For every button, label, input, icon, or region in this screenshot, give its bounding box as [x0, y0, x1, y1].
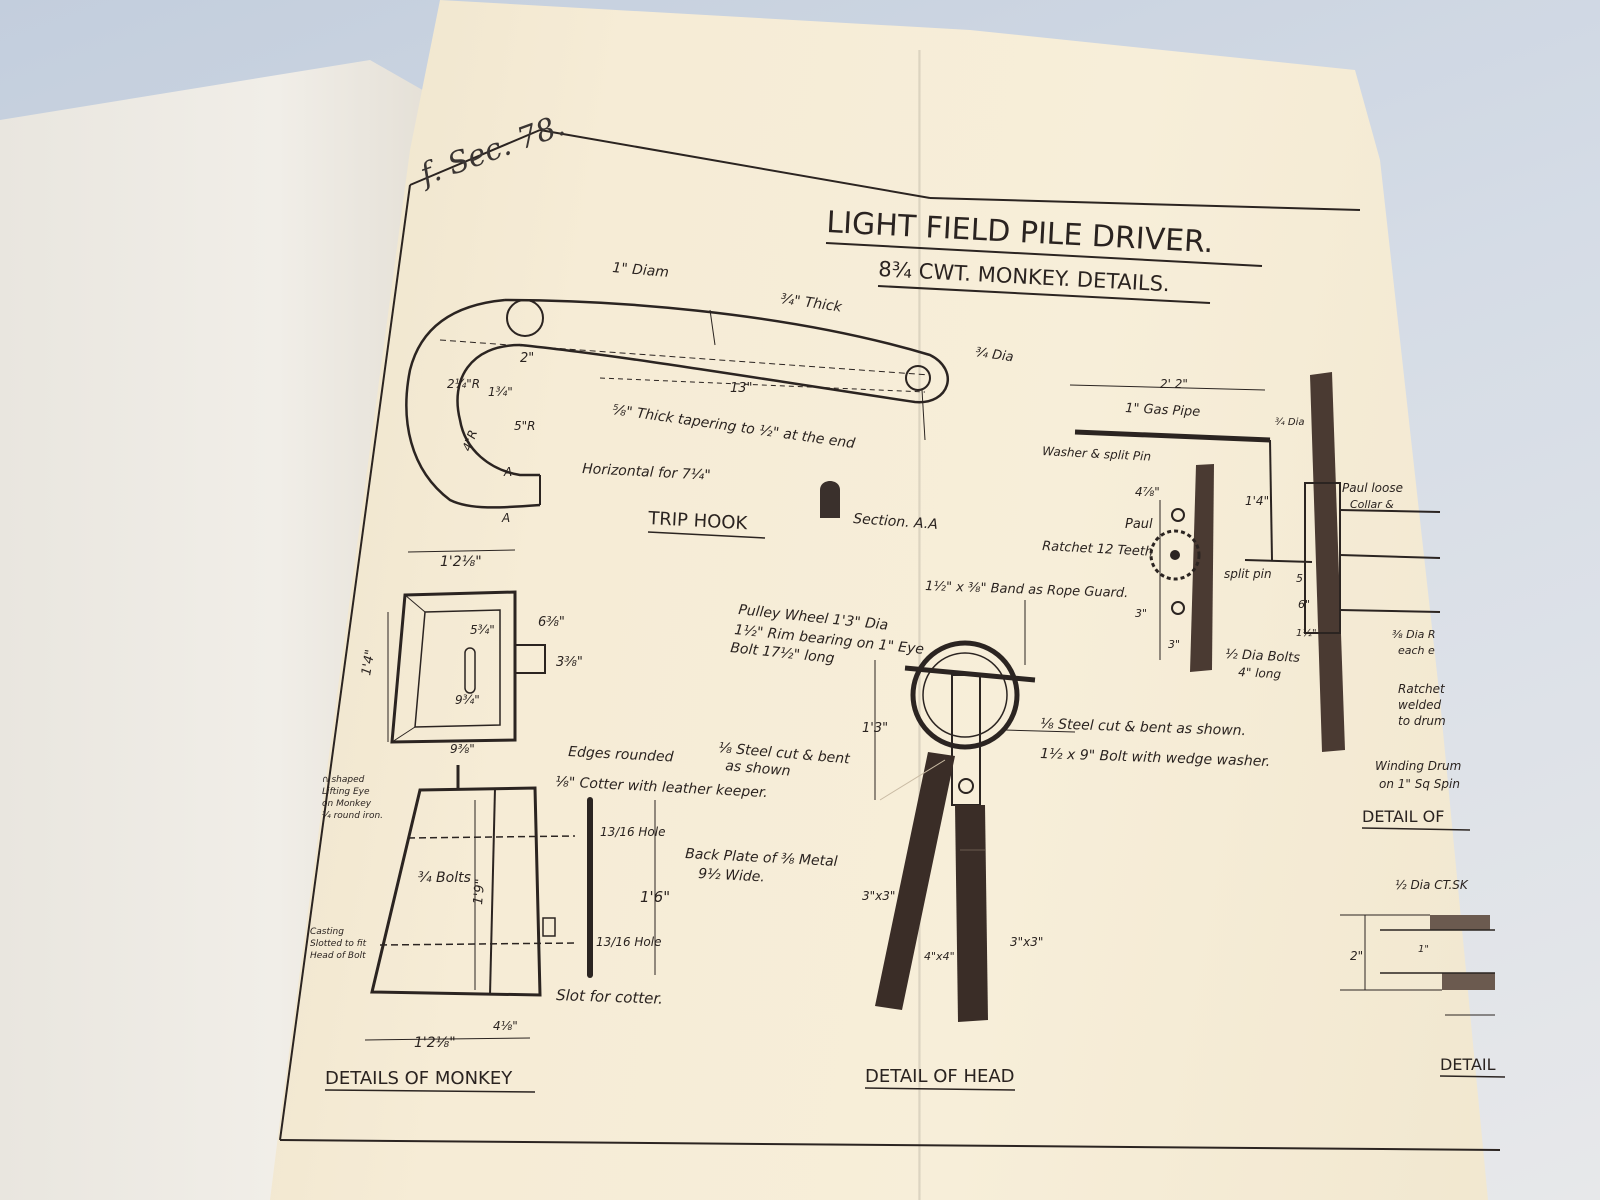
- svg-text:1¾": 1¾": [488, 385, 513, 399]
- svg-text:¾ round iron.: ¾ round iron.: [322, 811, 383, 821]
- svg-text:½ Dia CT.SK: ½ Dia CT.SK: [1395, 878, 1469, 892]
- lower-right-caption: DETAIL: [1440, 1055, 1496, 1074]
- svg-text:Winding Drum: Winding Drum: [1375, 759, 1461, 773]
- svg-text:Lifting Eye: Lifting Eye: [322, 787, 370, 797]
- lower-right-labels: ½ Dia CT.SK 2" 1" DETAIL: [1350, 878, 1506, 1078]
- svg-text:1'9": 1'9": [471, 878, 488, 905]
- svg-text:Head of Bolt: Head of Bolt: [310, 951, 366, 961]
- svg-text:1'4": 1'4": [1245, 494, 1269, 508]
- svg-text:4⅞": 4⅞": [1135, 485, 1160, 499]
- svg-text:4⅛": 4⅛": [493, 1019, 518, 1033]
- svg-text:3"x3": 3"x3": [1010, 935, 1043, 949]
- svg-text:1½" x ⅜" Band as Rope Guard.: 1½" x ⅜" Band as Rope Guard.: [925, 579, 1129, 601]
- svg-text:¾" Thick: ¾" Thick: [779, 291, 843, 316]
- svg-text:Section. A.A: Section. A.A: [853, 511, 939, 533]
- svg-text:5: 5: [1296, 572, 1303, 585]
- svg-text:⅝" Thick tapering to ½" at the: ⅝" Thick tapering to ½" at the end: [611, 402, 856, 452]
- svg-text:1½": 1½": [1296, 627, 1317, 639]
- svg-text:welded: welded: [1398, 698, 1442, 712]
- svg-text:⅛" Cotter with leather keeper.: ⅛" Cotter with leather keeper.: [555, 774, 768, 801]
- svg-text:4"x4": 4"x4": [924, 950, 955, 963]
- svg-text:each e: each e: [1398, 644, 1435, 657]
- svg-text:Slot for cotter.: Slot for cotter.: [556, 986, 663, 1008]
- svg-text:9½ Wide.: 9½ Wide.: [698, 866, 765, 885]
- svg-text:on Monkey: on Monkey: [322, 799, 372, 809]
- svg-text:3": 3": [1135, 607, 1147, 620]
- svg-text:⅛ Steel cut & bent as shown.: ⅛ Steel cut & bent as shown.: [1040, 716, 1246, 739]
- svg-text:3"x3": 3"x3": [862, 889, 895, 903]
- head-labels: 1½" x ⅜" Band as Rope Guard. Pulley Whee…: [718, 579, 1271, 1091]
- trip-hook-drawing: [405, 298, 949, 518]
- svg-text:to drum: to drum: [1398, 714, 1446, 728]
- svg-text:2": 2": [520, 351, 534, 366]
- winch-drawing: [1069, 372, 1441, 752]
- svg-text:5"R: 5"R: [514, 419, 536, 433]
- winch-labels: 2' 2" 1" Gas Pipe ¾ Dia Washer & split P…: [1042, 377, 1471, 831]
- svg-text:Paul loose: Paul loose: [1342, 481, 1403, 495]
- svg-text:1" Diam: 1" Diam: [612, 260, 670, 281]
- svg-text:Paul: Paul: [1125, 517, 1153, 532]
- drawing-title: LIGHT FIELD PILE DRIVER.: [826, 205, 1215, 260]
- winch-caption: DETAIL OF: [1362, 807, 1444, 826]
- trip-hook-caption: TRIP HOOK: [647, 508, 749, 534]
- svg-text:Back Plate of ⅜ Metal: Back Plate of ⅜ Metal: [685, 846, 838, 870]
- svg-text:5¾": 5¾": [470, 623, 495, 637]
- svg-text:13/16 Hole: 13/16 Hole: [600, 825, 665, 839]
- svg-text:3⅜": 3⅜": [556, 655, 583, 670]
- svg-text:¾ Dia: ¾ Dia: [974, 345, 1014, 365]
- head-drawing: [874, 600, 1076, 1022]
- svg-text:on 1" Sq Spin: on 1" Sq Spin: [1379, 777, 1460, 791]
- svg-text:2' 2": 2' 2": [1160, 377, 1188, 391]
- svg-text:9⅜": 9⅜": [450, 742, 475, 756]
- svg-text:Collar &: Collar &: [1350, 498, 1394, 511]
- lower-right-drawing: [1340, 914, 1495, 1016]
- svg-text:1'2⅛": 1'2⅛": [414, 1035, 456, 1051]
- title-block: LIGHT FIELD PILE DRIVER. 8¾ CWT. MONKEY.…: [826, 205, 1263, 304]
- head-caption: DETAIL OF HEAD: [865, 1066, 1015, 1087]
- svg-text:½ Dia Bolts: ½ Dia Bolts: [1225, 647, 1301, 666]
- svg-text:A: A: [503, 465, 512, 479]
- svg-text:6⅜": 6⅜": [538, 615, 565, 630]
- svg-text:Horizontal for 7¼": Horizontal for 7¼": [582, 461, 711, 484]
- sheet-border: [279, 129, 1501, 1151]
- svg-text:∩ shaped: ∩ shaped: [322, 775, 365, 785]
- svg-text:2¼"R: 2¼"R: [447, 377, 480, 391]
- svg-text:1½ x 9" Bolt with wedge washer: 1½ x 9" Bolt with wedge washer.: [1040, 746, 1271, 770]
- svg-text:1": 1": [1418, 944, 1429, 955]
- drawing-subtitle: 8¾ CWT. MONKEY. DETAILS.: [878, 257, 1171, 296]
- svg-text:4" long: 4" long: [1238, 665, 1282, 681]
- monkey-caption: DETAILS OF MONKEY: [325, 1068, 513, 1089]
- svg-text:1" Gas Pipe: 1" Gas Pipe: [1125, 401, 1201, 420]
- section-aa-icon: [820, 481, 840, 518]
- svg-text:¾ Bolts: ¾ Bolts: [418, 870, 471, 886]
- svg-text:1'3": 1'3": [862, 721, 888, 736]
- svg-text:1'2⅛": 1'2⅛": [440, 554, 482, 570]
- monkey-drawing: [364, 549, 656, 1041]
- section-reference: f. Sec. 78.: [414, 108, 570, 193]
- svg-text:Edges rounded: Edges rounded: [568, 744, 674, 766]
- svg-text:13/16 Hole: 13/16 Hole: [596, 935, 661, 949]
- svg-text:3": 3": [1168, 638, 1180, 651]
- svg-text:1'6": 1'6": [640, 888, 670, 906]
- svg-text:¾ Dia: ¾ Dia: [1275, 417, 1304, 428]
- svg-text:A: A: [501, 511, 510, 525]
- svg-text:9¾": 9¾": [455, 693, 480, 707]
- svg-text:13": 13": [730, 381, 753, 396]
- svg-text:1'4": 1'4": [359, 648, 378, 676]
- svg-text:Ratchet: Ratchet: [1398, 682, 1446, 696]
- svg-text:⅜ Dia R: ⅜ Dia R: [1392, 628, 1436, 641]
- svg-text:Slotted to fit: Slotted to fit: [310, 939, 367, 949]
- svg-text:Casting: Casting: [310, 927, 344, 937]
- svg-text:6": 6": [1298, 598, 1310, 611]
- svg-text:Ratchet 12 Teeth: Ratchet 12 Teeth: [1042, 539, 1154, 560]
- svg-text:split pin: split pin: [1224, 567, 1272, 581]
- svg-text:Washer & split Pin: Washer & split Pin: [1042, 444, 1152, 464]
- sheet-fold: [918, 50, 921, 1200]
- svg-text:2": 2": [1350, 949, 1363, 963]
- svg-text:as shown: as shown: [725, 758, 792, 780]
- svg-text:4"R: 4"R: [460, 428, 481, 453]
